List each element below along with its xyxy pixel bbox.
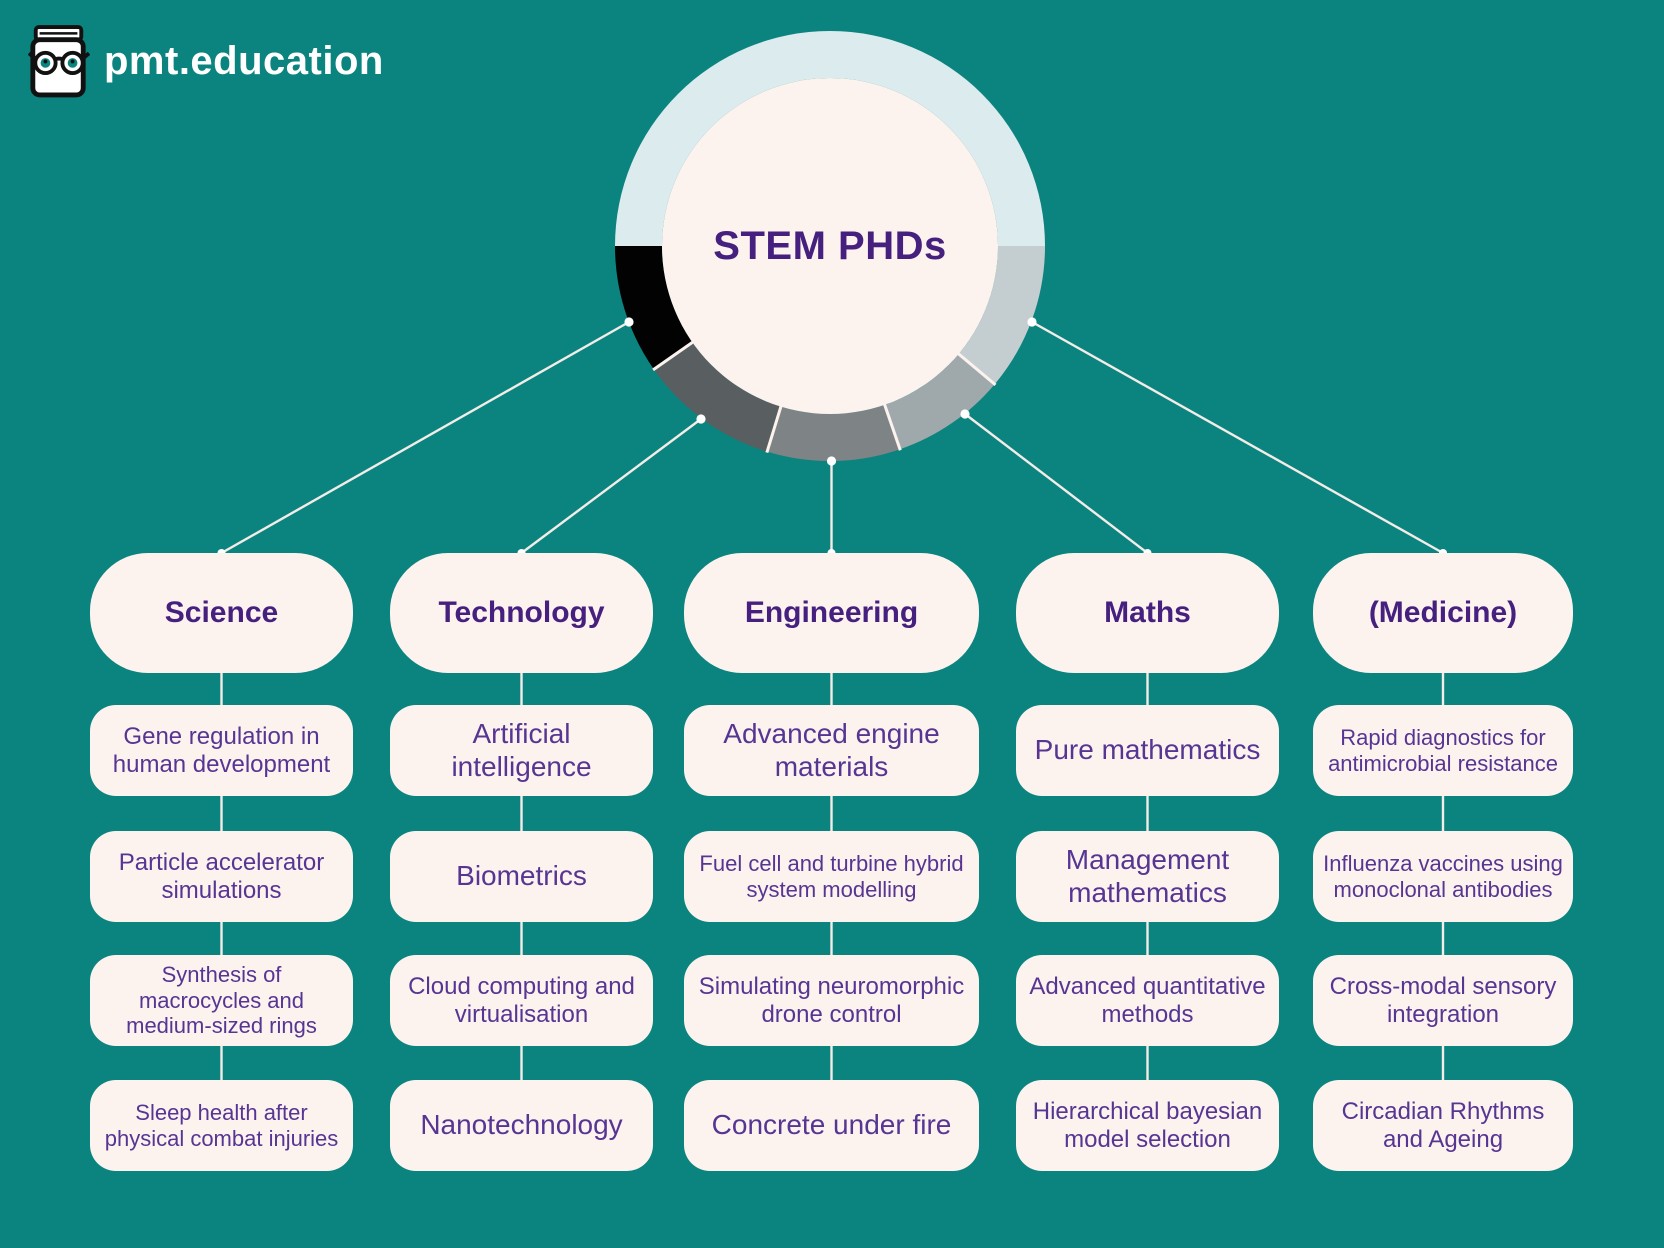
branch-pill-technology: Technology — [390, 553, 653, 673]
topic-card-engineering-4: Concrete under fire — [684, 1080, 979, 1171]
brand-logo: pmt.education — [28, 24, 384, 98]
topic-card-science-3: Synthesis of macrocycles and medium-size… — [90, 955, 353, 1046]
topic-card-maths-1: Pure mathematics — [1016, 705, 1279, 796]
topic-card-maths-3: Advanced quantitative methods — [1016, 955, 1279, 1046]
topic-card-science-1: Gene regulation in human development — [90, 705, 353, 796]
topic-card-technology-1: Artificial intelligence — [390, 705, 653, 796]
topic-card-maths-4: Hierarchical bayesian model selection — [1016, 1080, 1279, 1171]
branch-pill-engineering: Engineering — [684, 553, 979, 673]
topic-card-technology-2: Biometrics — [390, 831, 653, 922]
topic-card-science-2: Particle accelerator simulations — [90, 831, 353, 922]
topic-card-medicine-2: Influenza vaccines using monoclonal anti… — [1313, 831, 1573, 922]
topic-card-maths-2: Management mathematics — [1016, 831, 1279, 922]
topic-card-technology-3: Cloud computing and virtualisation — [390, 955, 653, 1046]
stem-donut-ring — [615, 31, 1045, 461]
topic-card-science-4: Sleep health after physical combat injur… — [90, 1080, 353, 1171]
topic-card-technology-4: Nanotechnology — [390, 1080, 653, 1171]
book-glasses-icon — [28, 25, 90, 98]
topic-card-engineering-3: Simulating neuromorphic drone control — [684, 955, 979, 1046]
topic-card-engineering-2: Fuel cell and turbine hybrid system mode… — [684, 831, 979, 922]
topic-card-medicine-3: Cross-modal sensory integration — [1313, 955, 1573, 1046]
topic-card-medicine-1: Rapid diagnostics for antimicrobial resi… — [1313, 705, 1573, 796]
branch-pill-maths: Maths — [1016, 553, 1279, 673]
brand-name: pmt.education — [104, 38, 384, 83]
topic-card-medicine-4: Circadian Rhythms and Ageing — [1313, 1080, 1573, 1171]
central-topic: STEM PHDs — [713, 223, 947, 268]
branch-pill-medicine: (Medicine) — [1313, 553, 1573, 673]
branch-pill-science: Science — [90, 553, 353, 673]
topic-card-engineering-1: Advanced engine materials — [684, 705, 979, 796]
